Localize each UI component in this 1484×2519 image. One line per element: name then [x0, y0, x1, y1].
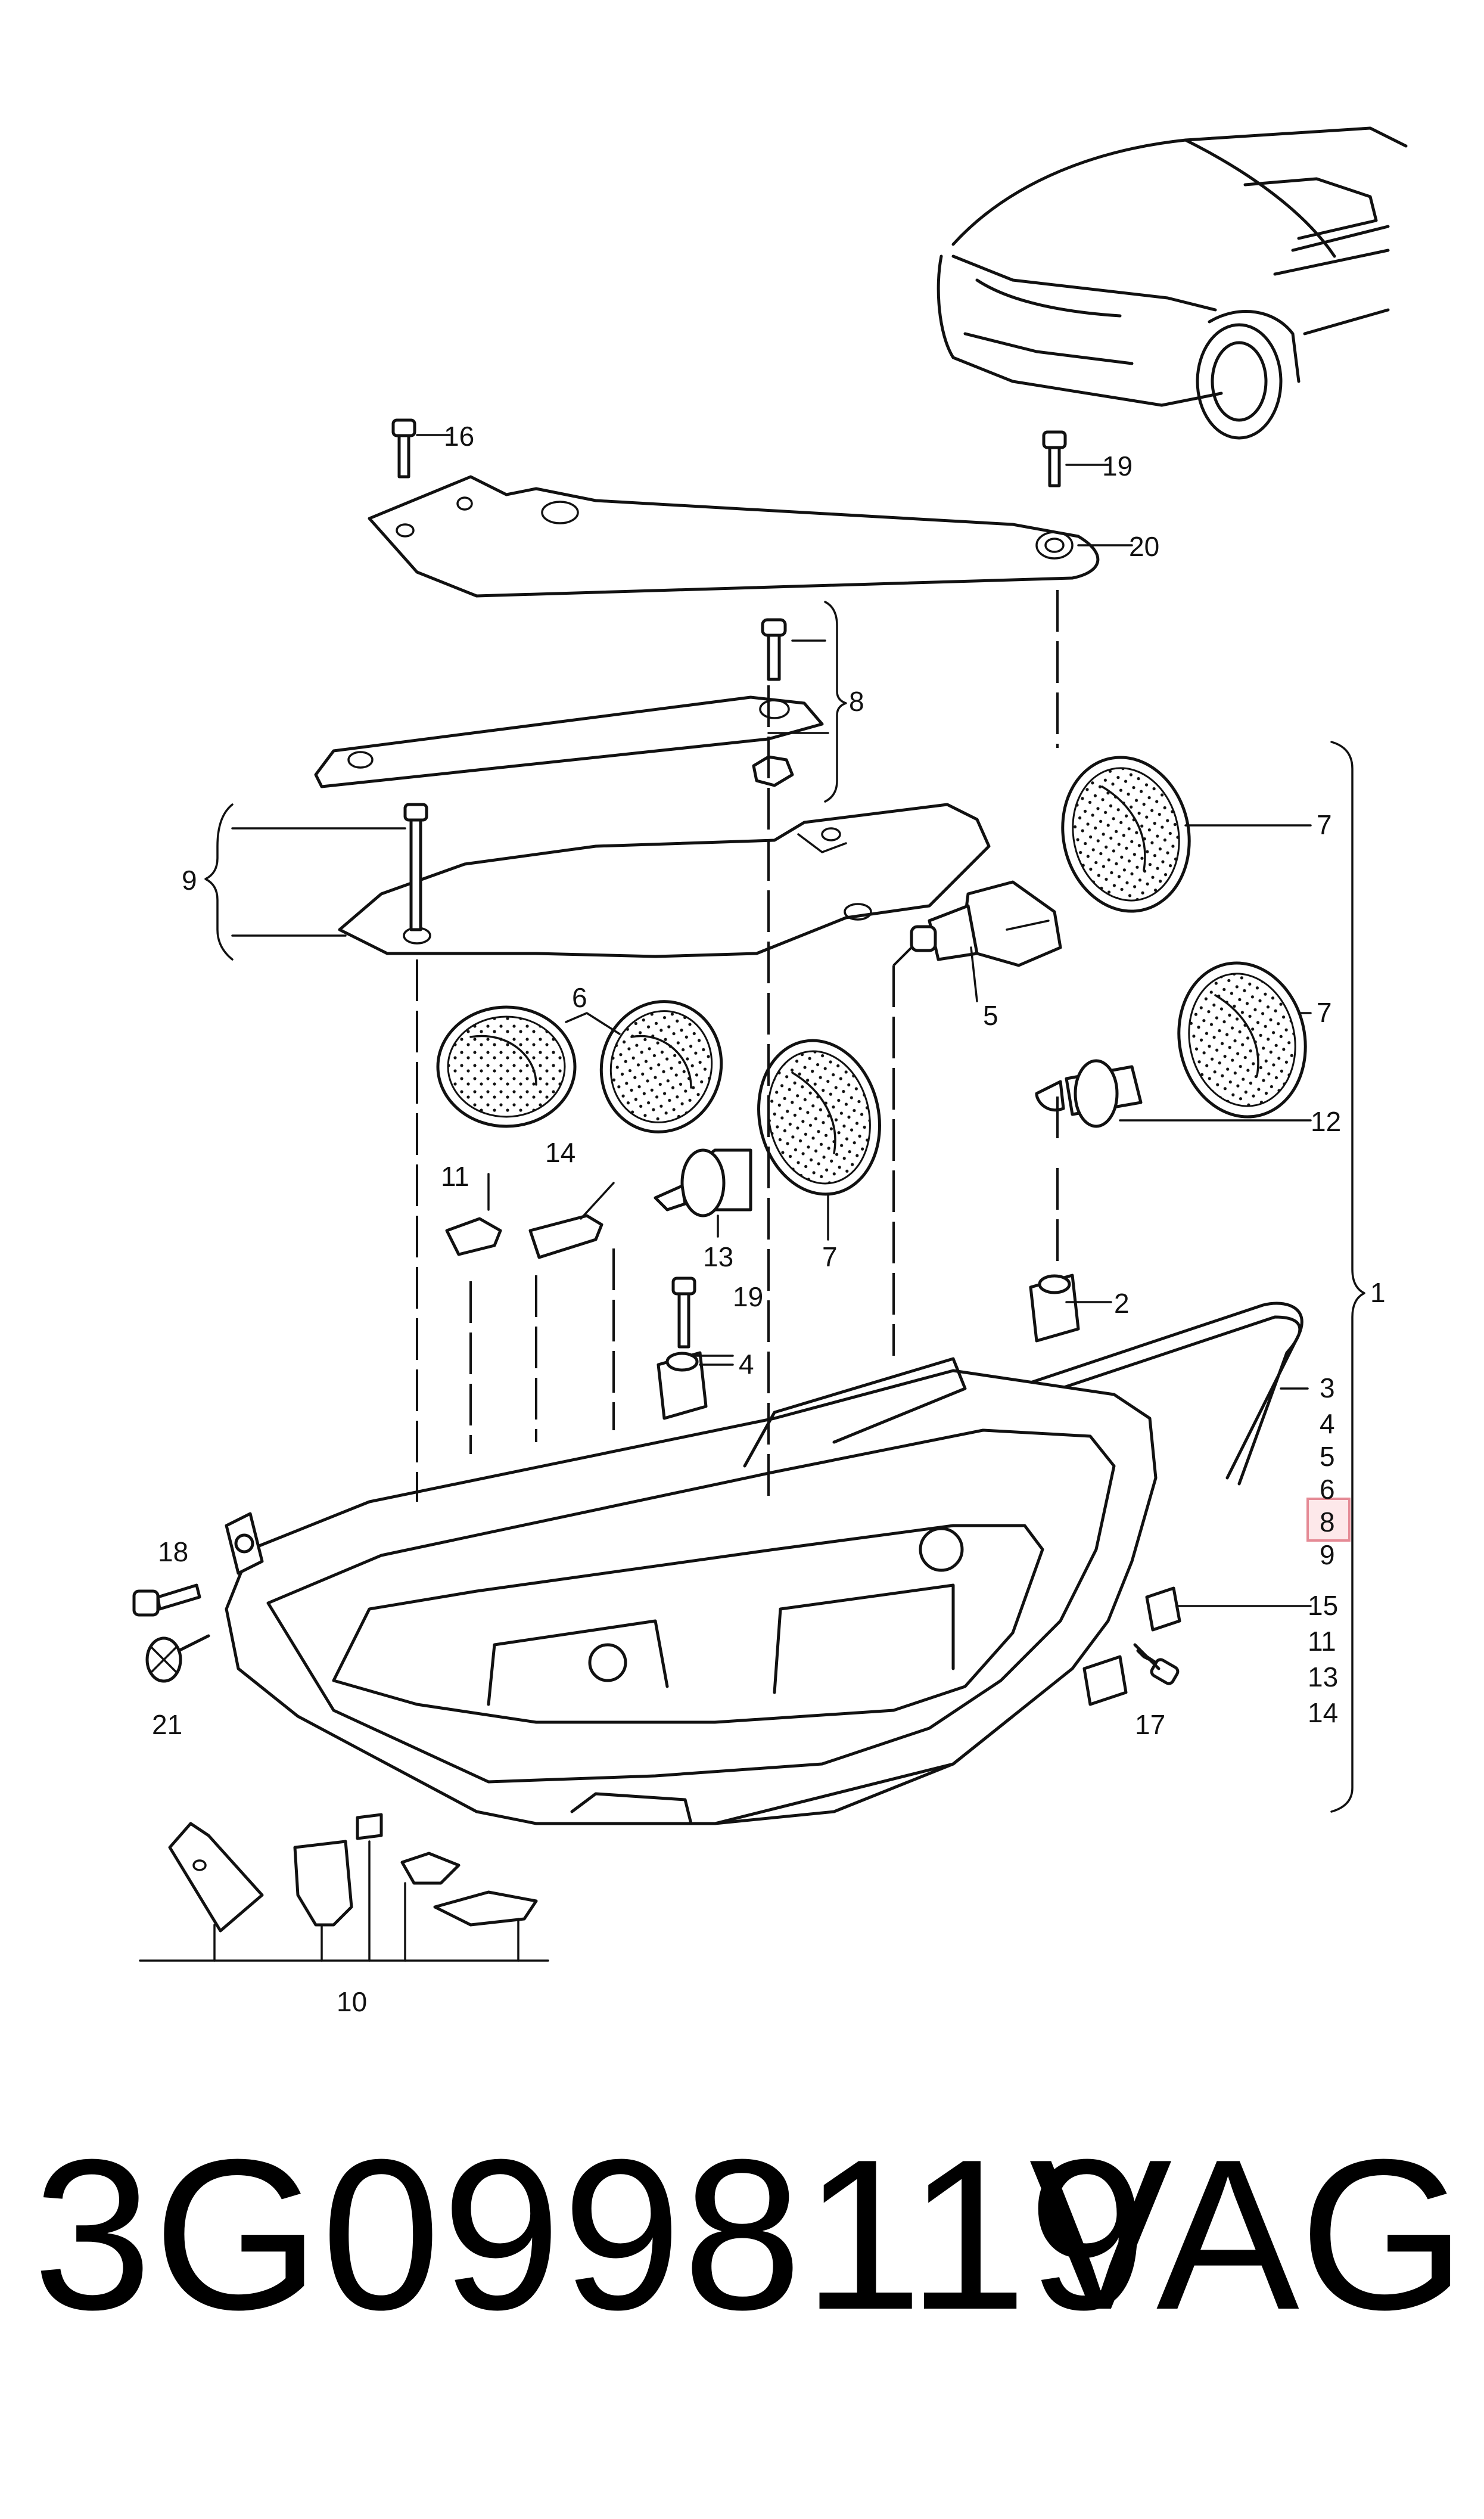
callout-6: 6 — [572, 982, 587, 1013]
callout-9: 9 — [182, 865, 197, 896]
callout-8: 8 — [849, 686, 864, 717]
actuator-module-5 — [910, 880, 1062, 967]
callout-7a: 7 — [1317, 809, 1332, 840]
legend-item: 4 — [1320, 1408, 1335, 1439]
callout-10: 10 — [337, 1986, 367, 2017]
bulb-14 — [528, 1214, 603, 1259]
callout-19-top: 19 — [1102, 451, 1133, 482]
brand-label: VAG — [1029, 2115, 1466, 2355]
upper-mounting-bracket — [368, 475, 1100, 598]
cover-cap-6b — [599, 1000, 723, 1133]
callout-2: 2 — [1114, 1288, 1130, 1319]
highlight-box — [1306, 1498, 1351, 1542]
callout-18: 18 — [158, 1536, 188, 1567]
cover-cap-6a — [436, 1005, 577, 1128]
cover-cap-7b — [1177, 961, 1307, 1119]
callout-labels: 16 19 20 8 9 7 6 5 7 12 11 14 13 7 19 2 … — [152, 421, 1386, 2017]
callout-4: 4 — [739, 1349, 754, 1380]
clip-4 — [657, 1276, 708, 1420]
legend-item: 14 — [1308, 1697, 1338, 1728]
callout-11: 11 — [441, 1161, 469, 1192]
seal-cord-3 — [1011, 1302, 1303, 1486]
callout-13: 13 — [703, 1241, 733, 1272]
legend-item-highlighted: 8 — [1320, 1507, 1335, 1538]
callout-5: 5 — [983, 1000, 998, 1031]
callout-1: 1 — [1370, 1277, 1386, 1308]
clip-2 — [1029, 1274, 1080, 1343]
cover-cap-7c — [757, 1039, 881, 1196]
bulb-11 — [445, 1217, 502, 1256]
callout-14: 14 — [545, 1137, 575, 1168]
bracket-kit-10 — [168, 1813, 538, 1933]
screw-19-top — [1042, 430, 1067, 487]
legend-item: 3 — [1320, 1372, 1335, 1403]
cover-cap-7a — [1061, 756, 1191, 913]
screw-16 — [391, 418, 416, 479]
clip-15 — [1145, 1586, 1181, 1632]
headlight-housing-1 — [225, 1357, 1158, 1825]
exploded-parts-diagram: 16 19 20 8 9 7 6 5 7 12 11 14 13 7 19 2 … — [132, 126, 1408, 2017]
assembly-dash-lines — [416, 590, 1059, 1502]
screw-21 — [145, 1634, 210, 1683]
legend-item: 9 — [1320, 1539, 1335, 1570]
screw-17 — [1133, 1643, 1180, 1685]
leader-lines — [139, 434, 1365, 1962]
bulb-13 — [654, 1148, 752, 1217]
legend-list: 3 4 5 6 8 9 15 11 13 14 — [1308, 1372, 1338, 1728]
seal-plate-9 — [338, 803, 991, 958]
screw-18 — [132, 1583, 201, 1617]
bulb-12 — [1035, 1059, 1143, 1128]
legend-item: 11 — [1308, 1626, 1336, 1657]
callout-16: 16 — [444, 421, 474, 452]
callout-7b: 7 — [1317, 997, 1332, 1028]
callout-19-mid: 19 — [733, 1281, 763, 1312]
legend-item: 15 — [1308, 1590, 1338, 1621]
callout-12: 12 — [1311, 1106, 1341, 1137]
callout-21: 21 — [152, 1709, 182, 1740]
vehicle-illustration — [937, 126, 1408, 440]
callout-7c: 7 — [822, 1241, 838, 1272]
callout-20: 20 — [1129, 531, 1159, 562]
legend-item: 6 — [1320, 1474, 1335, 1505]
callout-17: 17 — [1135, 1709, 1165, 1740]
trim-strip-8 — [314, 618, 824, 788]
footer: 3G0998119 VAG — [0, 2110, 1484, 2467]
part-number: 3G0998119 — [33, 2115, 1149, 2355]
legend-item: 13 — [1308, 1661, 1338, 1692]
legend-item: 5 — [1320, 1441, 1335, 1472]
